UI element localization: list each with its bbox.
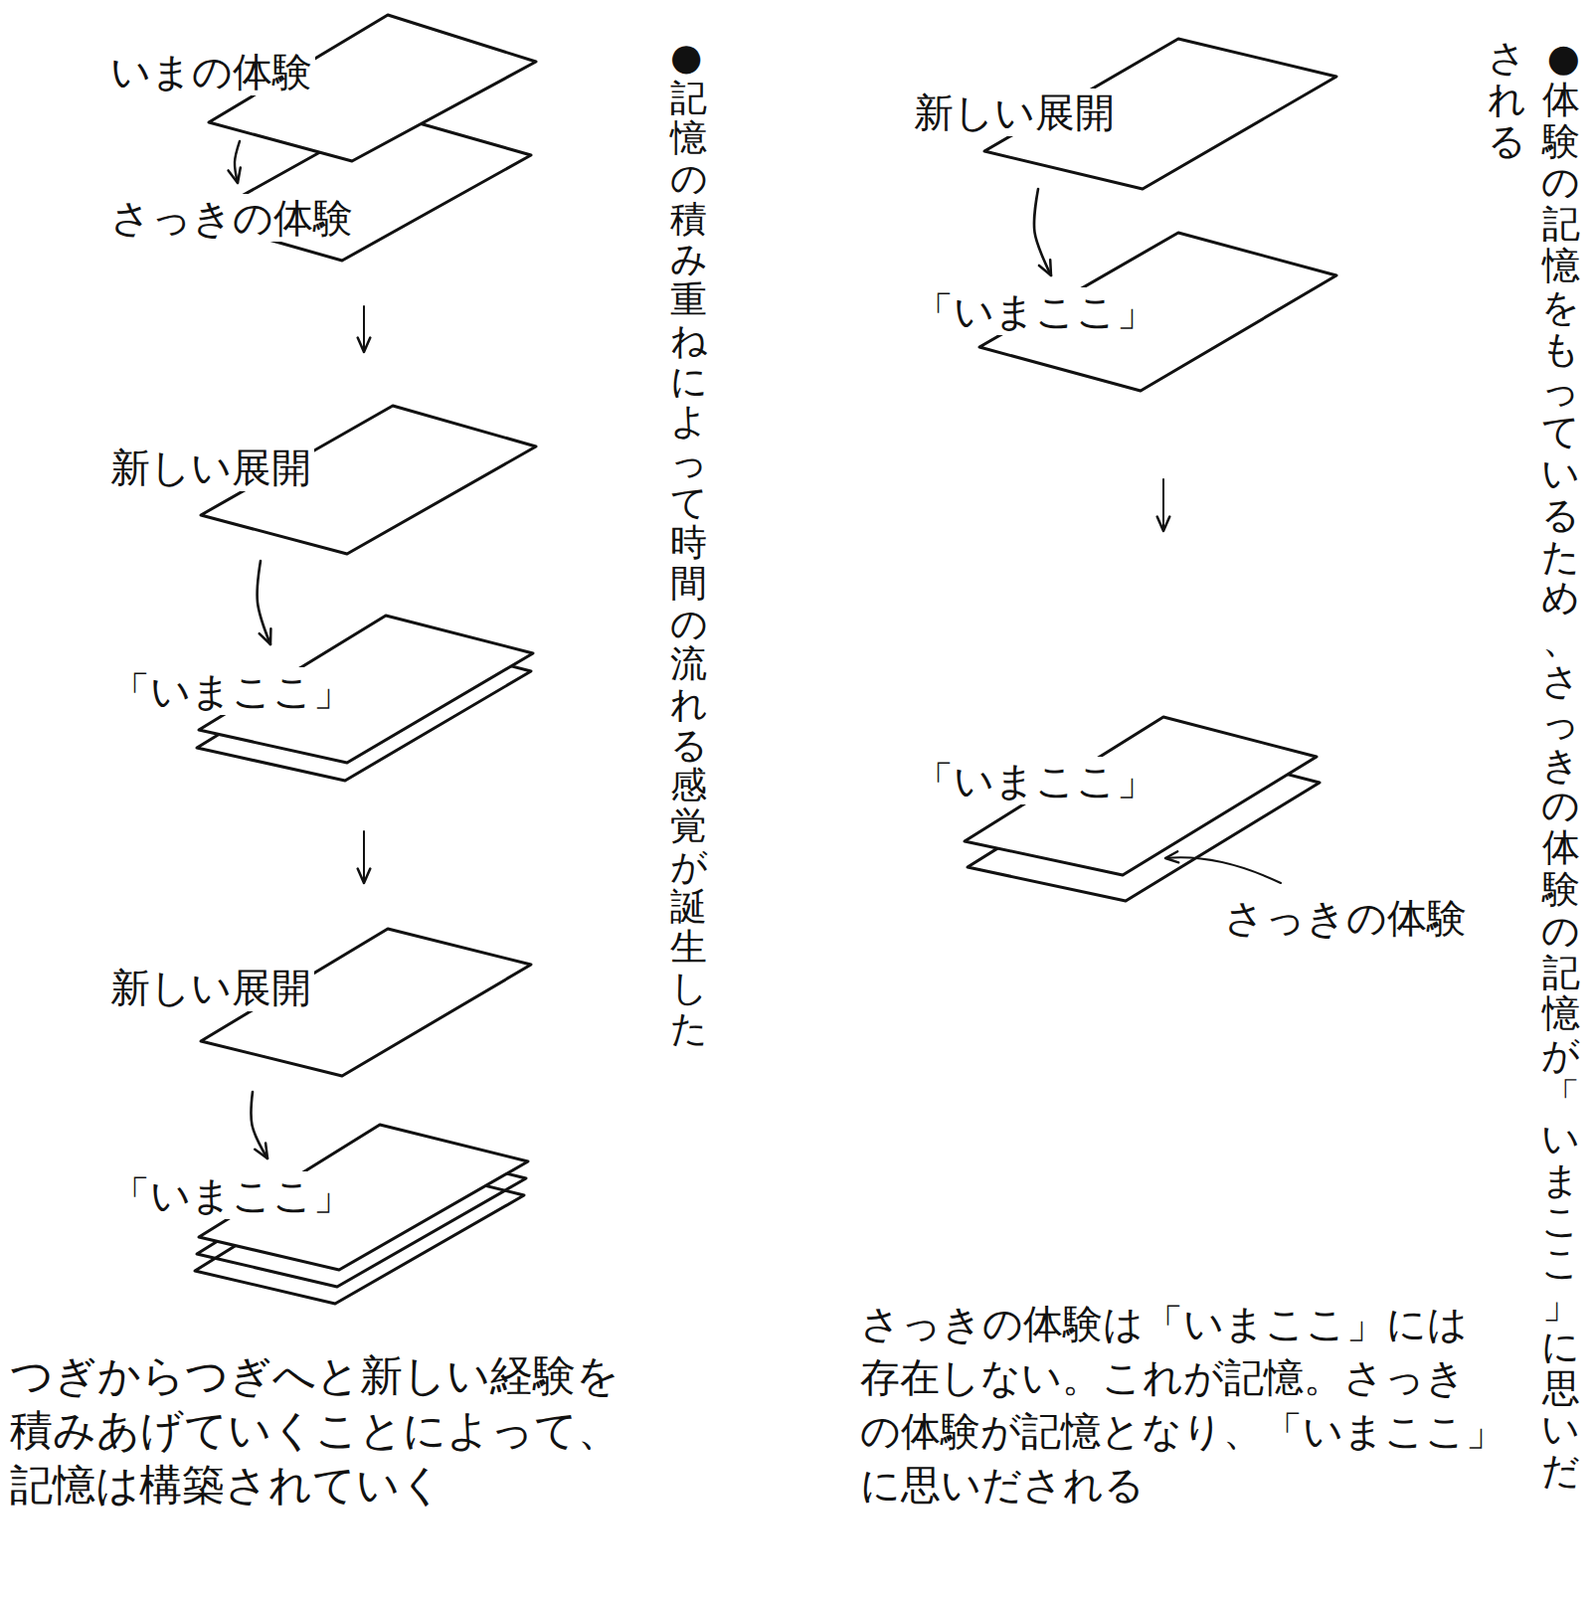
sheet-node: 新しい展開 xyxy=(906,34,1341,193)
flow-arrow xyxy=(251,1091,268,1159)
sheet-label: 「いまここ」 xyxy=(910,756,1160,805)
panel-caption: つぎからつぎへと新しい経験を 積みあげていくことによって、 記憶は構築されていく xyxy=(9,1348,647,1513)
flow-arrow xyxy=(1162,479,1165,531)
sheet-node: 「いまここ」 xyxy=(906,228,1341,395)
sheet-label: さっきの体験 xyxy=(107,193,356,242)
flow-arrow xyxy=(362,306,365,353)
sheet-label: 「いまここ」 xyxy=(910,287,1160,336)
sheet-node: 「いまここ」 xyxy=(103,1120,532,1308)
sheet-label: 「いまここ」 xyxy=(107,1171,356,1220)
sheet-outline xyxy=(906,712,1324,905)
sheet-label: いまの体験 xyxy=(107,47,316,96)
flow-arrow xyxy=(257,560,271,645)
sheet-label: 新しい展開 xyxy=(910,88,1118,137)
sheet-node: 新しい展開 xyxy=(103,401,540,558)
flow-arrow xyxy=(362,831,365,884)
sheet-node: いまの体験 xyxy=(103,10,540,166)
callout-label: さっきの体験 xyxy=(1221,893,1470,942)
leader-line xyxy=(1165,857,1281,884)
flow-arrow xyxy=(1034,188,1052,276)
panel-heading: ●記憶の積み重ねによって時間の流れる感覚が誕生した xyxy=(670,37,708,1050)
sheet-label: 新しい展開 xyxy=(107,963,315,1012)
flow-arrow xyxy=(234,141,240,183)
sheet-node: 「いまここ」 xyxy=(906,712,1324,905)
sheet-label: 「いまここ」 xyxy=(107,667,356,715)
panel-heading: ●体験の記憶をもっているため、さっきの体験の記憶が「いまここ」に思いだ される xyxy=(1488,37,1581,1500)
sheet-label: 新しい展開 xyxy=(107,443,315,492)
sheet-node: 新しい展開 xyxy=(103,924,535,1080)
sheet-node: 「いまここ」 xyxy=(103,611,537,785)
panel-caption: さっきの体験は「いまここ」には 存在しない。これが記憶。さっき の体験が記憶とな… xyxy=(860,1296,1527,1512)
